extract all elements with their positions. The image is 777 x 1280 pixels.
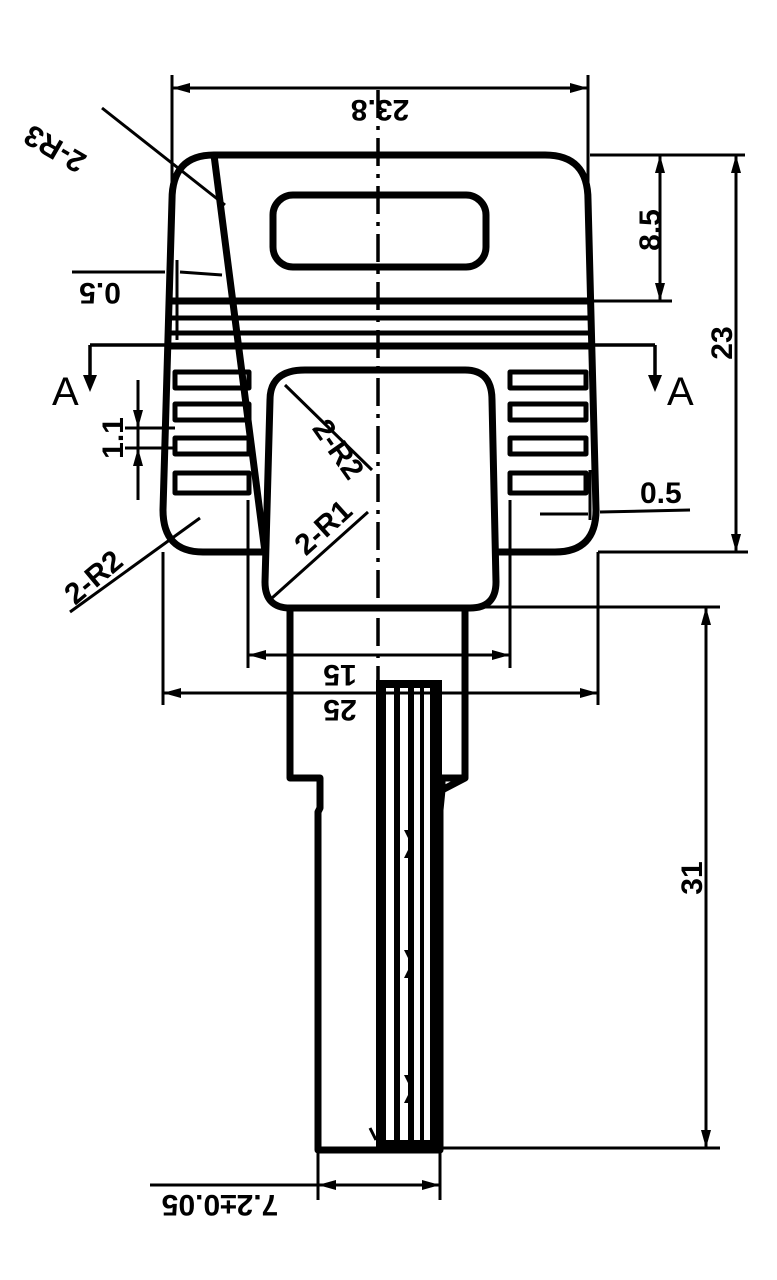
svg-text:8.5: 8.5 <box>634 209 667 251</box>
dim-inner-width: 15 <box>248 650 510 691</box>
left-fins <box>172 369 252 496</box>
section-arrow-left <box>83 375 97 392</box>
svg-text:15: 15 <box>323 658 356 691</box>
dim-gap-right: 0.5 <box>540 470 691 520</box>
dim-upper-height: 8.5 <box>590 153 745 303</box>
dim-overall-width: 25 <box>163 688 598 726</box>
dim-blade-width: 7.2±0.05 <box>150 1150 442 1221</box>
dim-top-width: 23.8 <box>170 75 590 200</box>
blade-groove <box>368 680 442 1148</box>
dim-radius-small: 2-R1 <box>270 494 370 600</box>
section-label-left: A <box>52 370 79 414</box>
key-head-outline <box>159 151 600 556</box>
section-arrow-right <box>648 375 662 392</box>
svg-text:2-R2: 2-R2 <box>58 544 129 611</box>
dim-gap-top-left: 0.5 <box>72 260 223 340</box>
svg-text:1.1: 1.1 <box>97 417 130 459</box>
svg-text:0.5: 0.5 <box>640 477 682 510</box>
svg-text:7.2±0.05: 7.2±0.05 <box>162 1188 279 1221</box>
svg-text:2-R3: 2-R3 <box>19 118 92 179</box>
dim-total-height: 23 <box>598 155 748 554</box>
right-fins <box>507 369 589 496</box>
dim-fin-pitch: 1.1 <box>97 380 175 500</box>
svg-text:23: 23 <box>706 326 739 359</box>
blade-markers <box>404 830 412 1103</box>
svg-text:0.5: 0.5 <box>79 276 121 309</box>
svg-text:31: 31 <box>676 861 709 894</box>
dim-radius-bottom-left: 2-R2 <box>58 516 201 614</box>
dim-blade-length: 31 <box>440 605 720 1150</box>
section-label-right: A <box>667 370 694 414</box>
svg-text:23.8: 23.8 <box>351 93 409 126</box>
dim-radius-inner: 2-R2 <box>283 383 374 486</box>
svg-text:2-R2: 2-R2 <box>306 413 370 485</box>
svg-text:25: 25 <box>323 693 356 726</box>
